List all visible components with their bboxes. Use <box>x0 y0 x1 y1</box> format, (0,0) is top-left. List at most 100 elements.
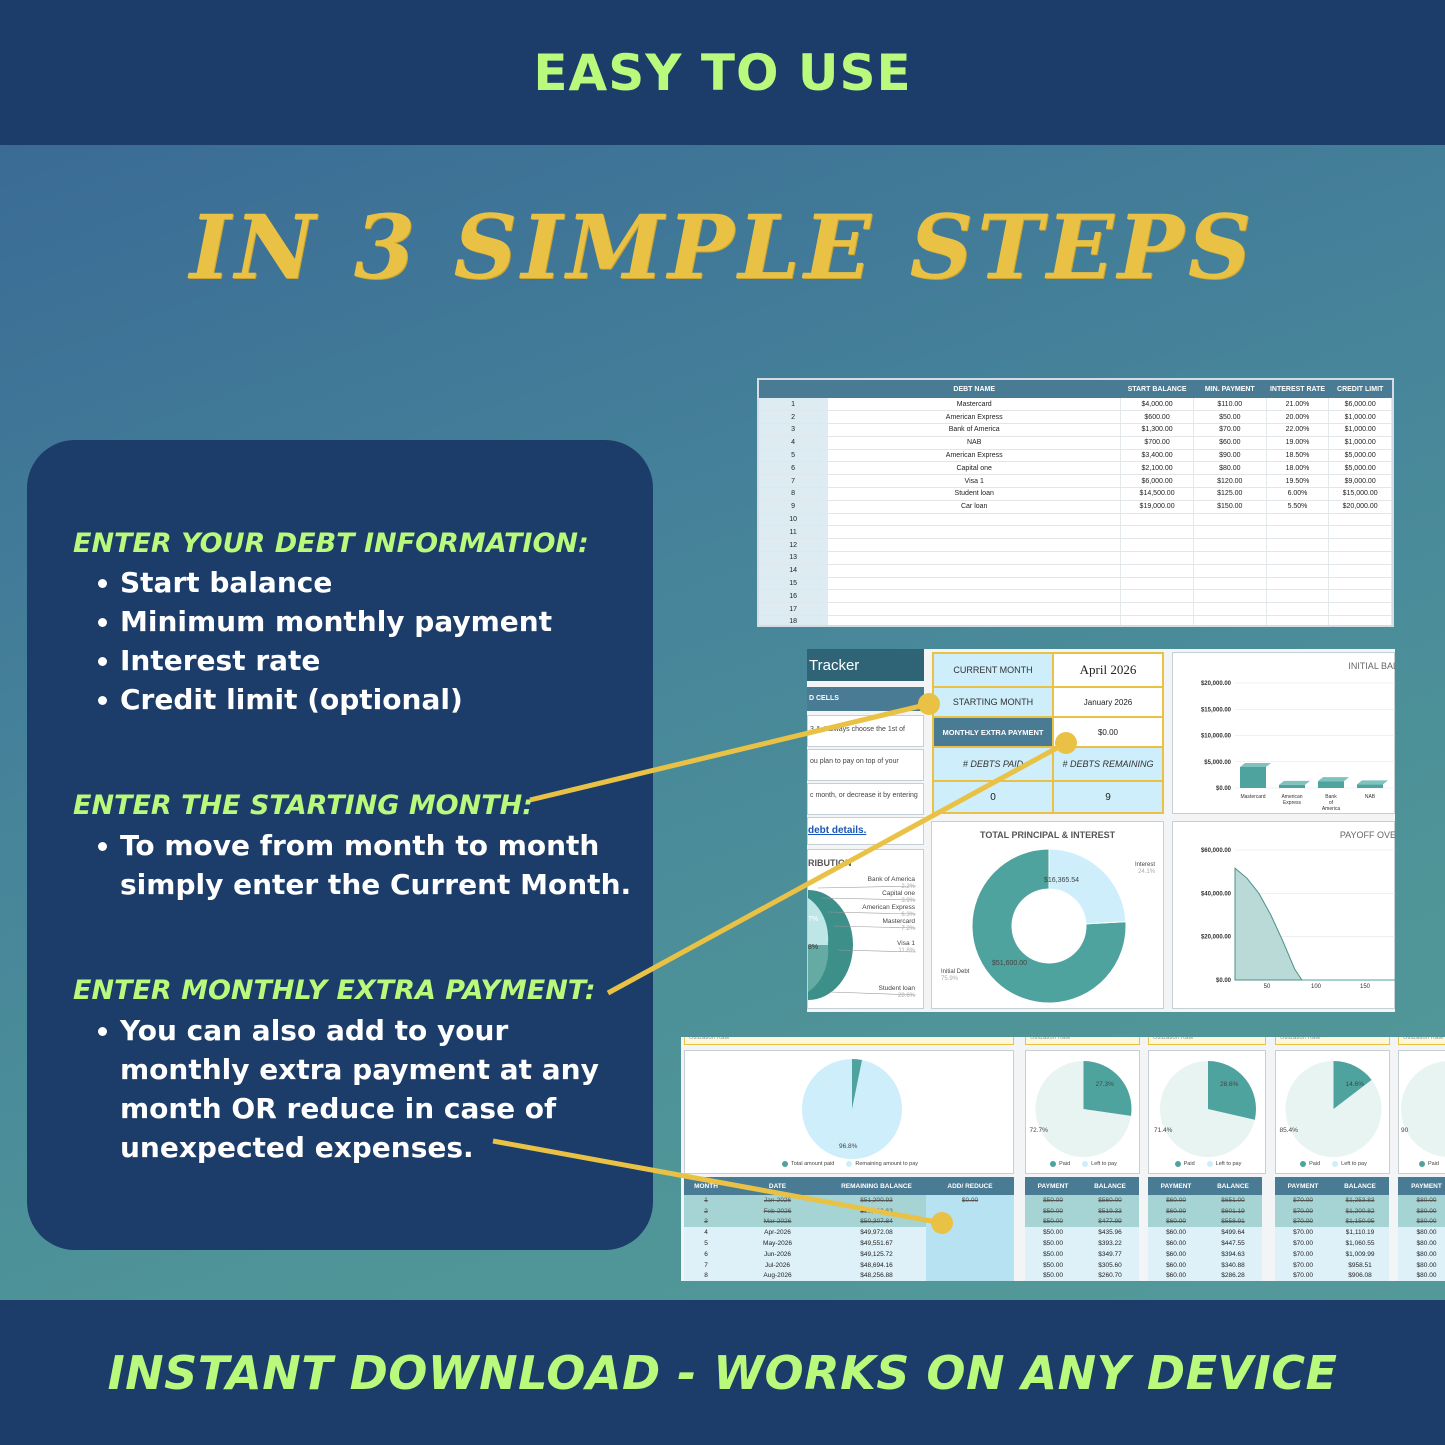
add-reduce-input[interactable] <box>926 1238 1014 1249</box>
table-cell[interactable]: $120.00 <box>1193 474 1267 489</box>
table-cell[interactable] <box>1266 589 1330 604</box>
table-cell[interactable] <box>1328 551 1392 565</box>
table-cell[interactable]: $20,000.00 <box>1328 500 1392 514</box>
table-cell[interactable] <box>827 551 1122 565</box>
table-cell[interactable] <box>1266 577 1330 591</box>
table-cell[interactable]: $3,400.00 <box>1120 449 1194 463</box>
table-cell[interactable] <box>827 615 1122 625</box>
table-cell[interactable] <box>1328 615 1392 625</box>
table-cell[interactable] <box>1266 551 1330 565</box>
extra-payment-input[interactable]: $0.00 <box>1054 718 1162 746</box>
table-cell[interactable]: 18.50% <box>1266 449 1330 463</box>
add-reduce-input[interactable]: $0.00 <box>926 1195 1014 1206</box>
add-reduce-input[interactable] <box>926 1227 1014 1239</box>
table-cell[interactable] <box>1266 513 1330 527</box>
table-cell[interactable] <box>1266 602 1330 617</box>
table-cell[interactable] <box>1193 538 1267 553</box>
table-cell[interactable]: $80.00 <box>1193 461 1267 476</box>
table-cell[interactable]: $1,300.00 <box>1120 423 1194 437</box>
table-cell[interactable]: 19.00% <box>1266 436 1330 450</box>
table-cell[interactable]: 20.00% <box>1266 410 1330 425</box>
table-cell[interactable] <box>1266 525 1330 540</box>
table-cell[interactable]: $1,000.00 <box>1328 436 1392 450</box>
table-cell[interactable]: $5,000.00 <box>1328 449 1392 463</box>
table-cell[interactable]: $150.00 <box>1193 500 1267 514</box>
table-cell[interactable] <box>1120 551 1194 565</box>
add-reduce-input[interactable] <box>926 1205 1014 1217</box>
table-cell[interactable]: $4,000.00 <box>1120 398 1194 412</box>
table-cell[interactable]: $15,000.00 <box>1328 487 1392 501</box>
add-reduce-input[interactable] <box>926 1216 1014 1228</box>
table-cell[interactable]: Capital one <box>827 461 1122 476</box>
table-cell[interactable]: $19,000.00 <box>1120 500 1194 514</box>
table-cell[interactable]: 21.00% <box>1266 398 1330 412</box>
table-cell[interactable] <box>827 564 1122 578</box>
table-cell[interactable]: $6,000.00 <box>1328 398 1392 412</box>
table-cell[interactable]: NAB <box>827 436 1122 450</box>
table-cell[interactable]: $70.00 <box>1193 423 1267 437</box>
table-cell[interactable]: $110.00 <box>1193 398 1267 412</box>
table-cell[interactable]: $1,000.00 <box>1328 423 1392 437</box>
table-cell[interactable]: $600.00 <box>1120 410 1194 425</box>
table-cell[interactable]: $60.00 <box>1193 436 1267 450</box>
table-cell[interactable] <box>1328 564 1392 578</box>
table-cell[interactable] <box>827 577 1122 591</box>
table-cell[interactable] <box>1266 564 1330 578</box>
table-cell[interactable]: 6.00% <box>1266 487 1330 501</box>
table-cell[interactable]: $90.00 <box>1193 449 1267 463</box>
table-cell[interactable]: $14,500.00 <box>1120 487 1194 501</box>
add-reduce-input[interactable] <box>926 1248 1014 1260</box>
table-cell[interactable] <box>827 538 1122 553</box>
add-reduce-input[interactable] <box>926 1259 1014 1271</box>
table-cell[interactable]: $5,000.00 <box>1328 461 1392 476</box>
table-cell[interactable] <box>1120 615 1194 625</box>
table-cell[interactable]: Mastercard <box>827 398 1122 412</box>
table-cell[interactable]: American Express <box>827 449 1122 463</box>
table-cell[interactable]: Visa 1 <box>827 474 1122 489</box>
table-cell[interactable]: $1,000.00 <box>1328 410 1392 425</box>
table-cell[interactable]: $700.00 <box>1120 436 1194 450</box>
table-cell[interactable] <box>1120 602 1194 617</box>
table-cell[interactable]: Student loan <box>827 487 1122 501</box>
table-cell[interactable] <box>1266 538 1330 553</box>
table-cell[interactable] <box>1193 513 1267 527</box>
table-cell[interactable] <box>1193 551 1267 565</box>
table-cell[interactable] <box>1328 513 1392 527</box>
table-cell[interactable]: $125.00 <box>1193 487 1267 501</box>
table-cell[interactable]: $6,000.00 <box>1120 474 1194 489</box>
table-cell[interactable] <box>1120 538 1194 553</box>
current-month-input[interactable]: April 2026 <box>1054 654 1162 686</box>
table-cell[interactable] <box>827 589 1122 604</box>
table-cell[interactable]: $2,100.00 <box>1120 461 1194 476</box>
table-cell[interactable] <box>1193 525 1267 540</box>
table-cell[interactable] <box>1193 577 1267 591</box>
table-cell[interactable]: 19.50% <box>1266 474 1330 489</box>
table-cell[interactable] <box>1266 615 1330 625</box>
table-cell[interactable] <box>1328 589 1392 604</box>
table-cell[interactable] <box>1120 589 1194 604</box>
table-cell[interactable] <box>1120 564 1194 578</box>
table-cell[interactable]: American Express <box>827 410 1122 425</box>
table-cell[interactable]: Car loan <box>827 500 1122 514</box>
starting-month-input[interactable]: January 2026 <box>1054 688 1162 716</box>
table-cell[interactable]: $9,000.00 <box>1328 474 1392 489</box>
add-reduce-input[interactable] <box>926 1270 1014 1281</box>
table-cell[interactable] <box>1193 589 1267 604</box>
table-cell[interactable] <box>827 525 1122 540</box>
debt-details-link[interactable]: debt details. <box>808 825 867 836</box>
table-cell[interactable] <box>1328 525 1392 540</box>
table-cell[interactable]: 18.00% <box>1266 461 1330 476</box>
table-cell[interactable] <box>827 513 1122 527</box>
table-cell[interactable] <box>827 602 1122 617</box>
table-cell[interactable] <box>1193 564 1267 578</box>
table-cell[interactable]: 5.50% <box>1266 500 1330 514</box>
table-cell[interactable] <box>1328 577 1392 591</box>
table-cell[interactable] <box>1328 602 1392 617</box>
table-cell[interactable] <box>1328 538 1392 553</box>
table-cell[interactable]: $50.00 <box>1193 410 1267 425</box>
table-cell[interactable] <box>1120 513 1194 527</box>
table-cell[interactable] <box>1120 577 1194 591</box>
table-cell[interactable] <box>1120 525 1194 540</box>
table-cell[interactable]: Bank of America <box>827 423 1122 437</box>
table-cell[interactable] <box>1193 602 1267 617</box>
